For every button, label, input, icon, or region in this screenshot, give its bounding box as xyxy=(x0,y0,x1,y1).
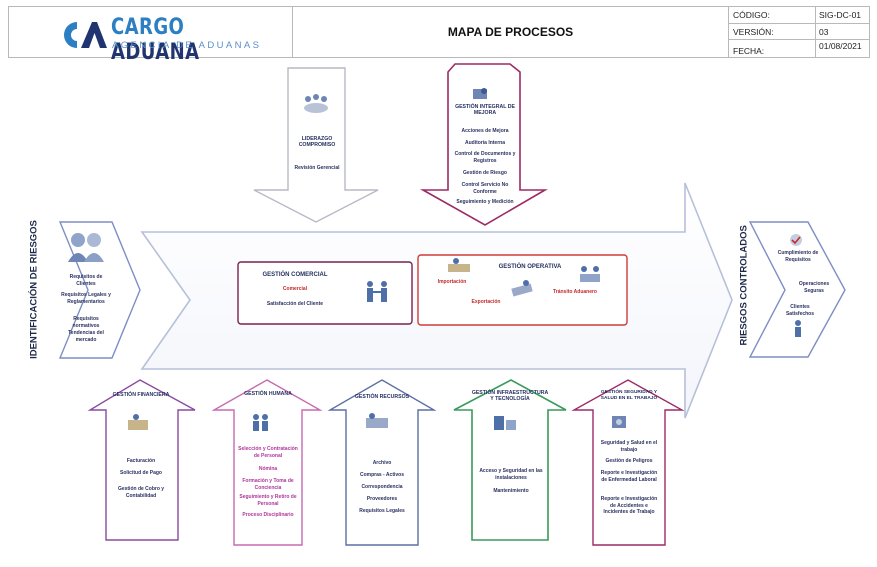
code-value: SIG-DC-01 xyxy=(819,10,862,20)
transit-icon xyxy=(580,266,600,282)
sst-item-4: Reporte e Investigación de Accidentes e … xyxy=(600,496,658,515)
import-icon xyxy=(448,258,470,272)
output-item-2: Operaciones Seguras xyxy=(798,281,830,294)
commercial-title: GESTIÓN COMERCIAL xyxy=(262,272,328,278)
operative-item-3: Tránsito Aduanero xyxy=(553,289,597,295)
financial-title: GESTIÓN FINANCIERA xyxy=(112,392,170,398)
resources-item-3: Correspondencia xyxy=(361,484,403,490)
people-group-icon xyxy=(68,233,104,262)
improvement-item-2: Auditoría Interna xyxy=(464,140,505,146)
date-value: 01/08/2021 xyxy=(819,41,862,52)
leadership-item-1: Revisión Gerencial xyxy=(294,165,340,171)
sst-arrow xyxy=(571,379,685,546)
version-label: VERSIÓN: xyxy=(733,26,774,37)
document-meta: CÓDIGO: SIG-DC-01 VERSIÓN: 03 FECHA: 01/… xyxy=(729,7,870,57)
date-row: FECHA: 01/08/2021 xyxy=(729,40,870,57)
controlled-risks-label: RIESGOS CONTROLADOS xyxy=(738,225,750,346)
resources-item-5: Requisitos Legales xyxy=(359,508,405,514)
infra-title: GESTIÓN INFRAESTRUCTURA Y TECNOLOGÍA xyxy=(471,390,549,403)
improvement-item-3: Control de Documentos y Registros xyxy=(454,151,516,164)
operative-item-2: Exportación xyxy=(471,299,501,305)
financial-item-1: Facturación xyxy=(126,458,156,464)
human-arrow xyxy=(211,379,323,546)
resources-item-1: Archivo xyxy=(372,460,392,466)
improvement-arrow xyxy=(419,63,548,226)
output-item-3: Clientes Satisfechos xyxy=(785,304,815,317)
human-title: GESTIÓN HUMANA xyxy=(244,391,292,397)
version-row: VERSIÓN: 03 xyxy=(729,23,870,41)
input-item-3: Requisitos normativos xyxy=(72,316,100,329)
logo-wordmark: CARGO ADUANA xyxy=(111,15,200,65)
sst-item-1: Seguridad y Salud en el trabajo xyxy=(600,440,658,453)
resources-icon xyxy=(366,413,388,428)
client-icon xyxy=(795,320,801,337)
code-label: CÓDIGO: xyxy=(733,10,770,20)
output-chevron xyxy=(748,221,846,358)
commercial-box xyxy=(237,261,413,325)
input-item-2: Requisitos Legales y Reglamentarios xyxy=(61,292,111,305)
handshake-icon xyxy=(367,281,387,302)
infrastructure-icon xyxy=(494,416,516,430)
financial-arrow xyxy=(87,379,196,541)
improvement-title: GESTIÓN INTEGRAL DE MEJORA xyxy=(455,104,515,117)
leadership-title: LIDERAZGO COMPROMISO xyxy=(298,136,336,149)
finance-icon xyxy=(128,414,148,430)
operative-item-1: Importación xyxy=(437,279,467,285)
improvement-item-4: Gestión de Riesgo xyxy=(463,170,507,176)
improvement-item-6: Seguimiento y Medición xyxy=(456,199,514,205)
infra-item-2: Mantenimiento xyxy=(493,488,529,494)
safety-icon xyxy=(612,416,626,428)
input-item-4: Tendencias del mercado xyxy=(68,330,104,343)
sst-item-3: Reporte e Investigación de Enfermedad La… xyxy=(600,470,658,483)
financial-item-3: Gestión de Cobro y Contabilidad xyxy=(117,486,165,499)
commercial-item-2: Satisfacción del Cliente xyxy=(266,301,324,307)
logo-tagline: AGENCIA DE ADUANAS xyxy=(112,40,262,51)
page-title: MAPA DE PROCESOS xyxy=(293,7,729,57)
leadership-arrow xyxy=(253,67,379,223)
input-item-1: Requisitos de Clientes xyxy=(69,274,103,287)
human-item-3: Formación y Toma de Conciencia xyxy=(242,478,294,491)
improvement-item-1: Acciones de Mejora xyxy=(461,128,509,134)
human-item-5: Proceso Disciplinario xyxy=(242,512,294,518)
code-row: CÓDIGO: SIG-DC-01 xyxy=(729,7,870,24)
checklist-icon xyxy=(790,234,802,246)
risk-identification-label: IDENTIFICACIÓN DE RIESGOS xyxy=(28,220,40,359)
improvement-item-5: Control Servicio No Conforme xyxy=(461,182,509,195)
export-icon xyxy=(511,280,533,297)
human-item-1: Selección y Contratación de Personal xyxy=(238,446,298,459)
document-header: CARGO ADUANA AGENCIA DE ADUANAS MAPA DE … xyxy=(8,6,870,65)
sst-item-2: Gestión de Peligros xyxy=(605,458,653,464)
commercial-item-1: Comercial xyxy=(282,286,308,292)
human-item-4: Seguimiento y Retiro de Personal xyxy=(239,494,297,507)
hr-icon xyxy=(253,414,268,431)
operative-title: GESTIÓN OPERATIVA xyxy=(498,264,562,270)
version-value: 03 xyxy=(819,26,829,37)
logo-cell: CARGO ADUANA AGENCIA DE ADUANAS xyxy=(9,7,293,65)
cargo-aduana-logo-icon xyxy=(64,22,107,48)
resources-item-2: Compras - Activos xyxy=(360,472,404,478)
meeting-icon xyxy=(304,94,328,113)
resources-arrow xyxy=(327,379,437,546)
human-item-2: Nómina xyxy=(258,466,278,472)
resources-item-4: Proveedores xyxy=(366,496,398,502)
resources-title: GESTIÓN RECURSOS xyxy=(354,394,410,400)
date-label: FECHA: xyxy=(733,46,765,57)
sst-title: GESTIÓN SEGURIDAD Y SALUD EN EL TRABAJO xyxy=(600,390,658,401)
financial-item-2: Solicitud de Pago xyxy=(120,470,162,476)
infra-arrow xyxy=(453,379,567,541)
output-item-1: Cumplimiento de Requisitos xyxy=(777,250,819,263)
improvement-icon xyxy=(473,88,487,99)
infra-item-1: Acceso y Seguridad en las instalaciones xyxy=(479,468,543,481)
